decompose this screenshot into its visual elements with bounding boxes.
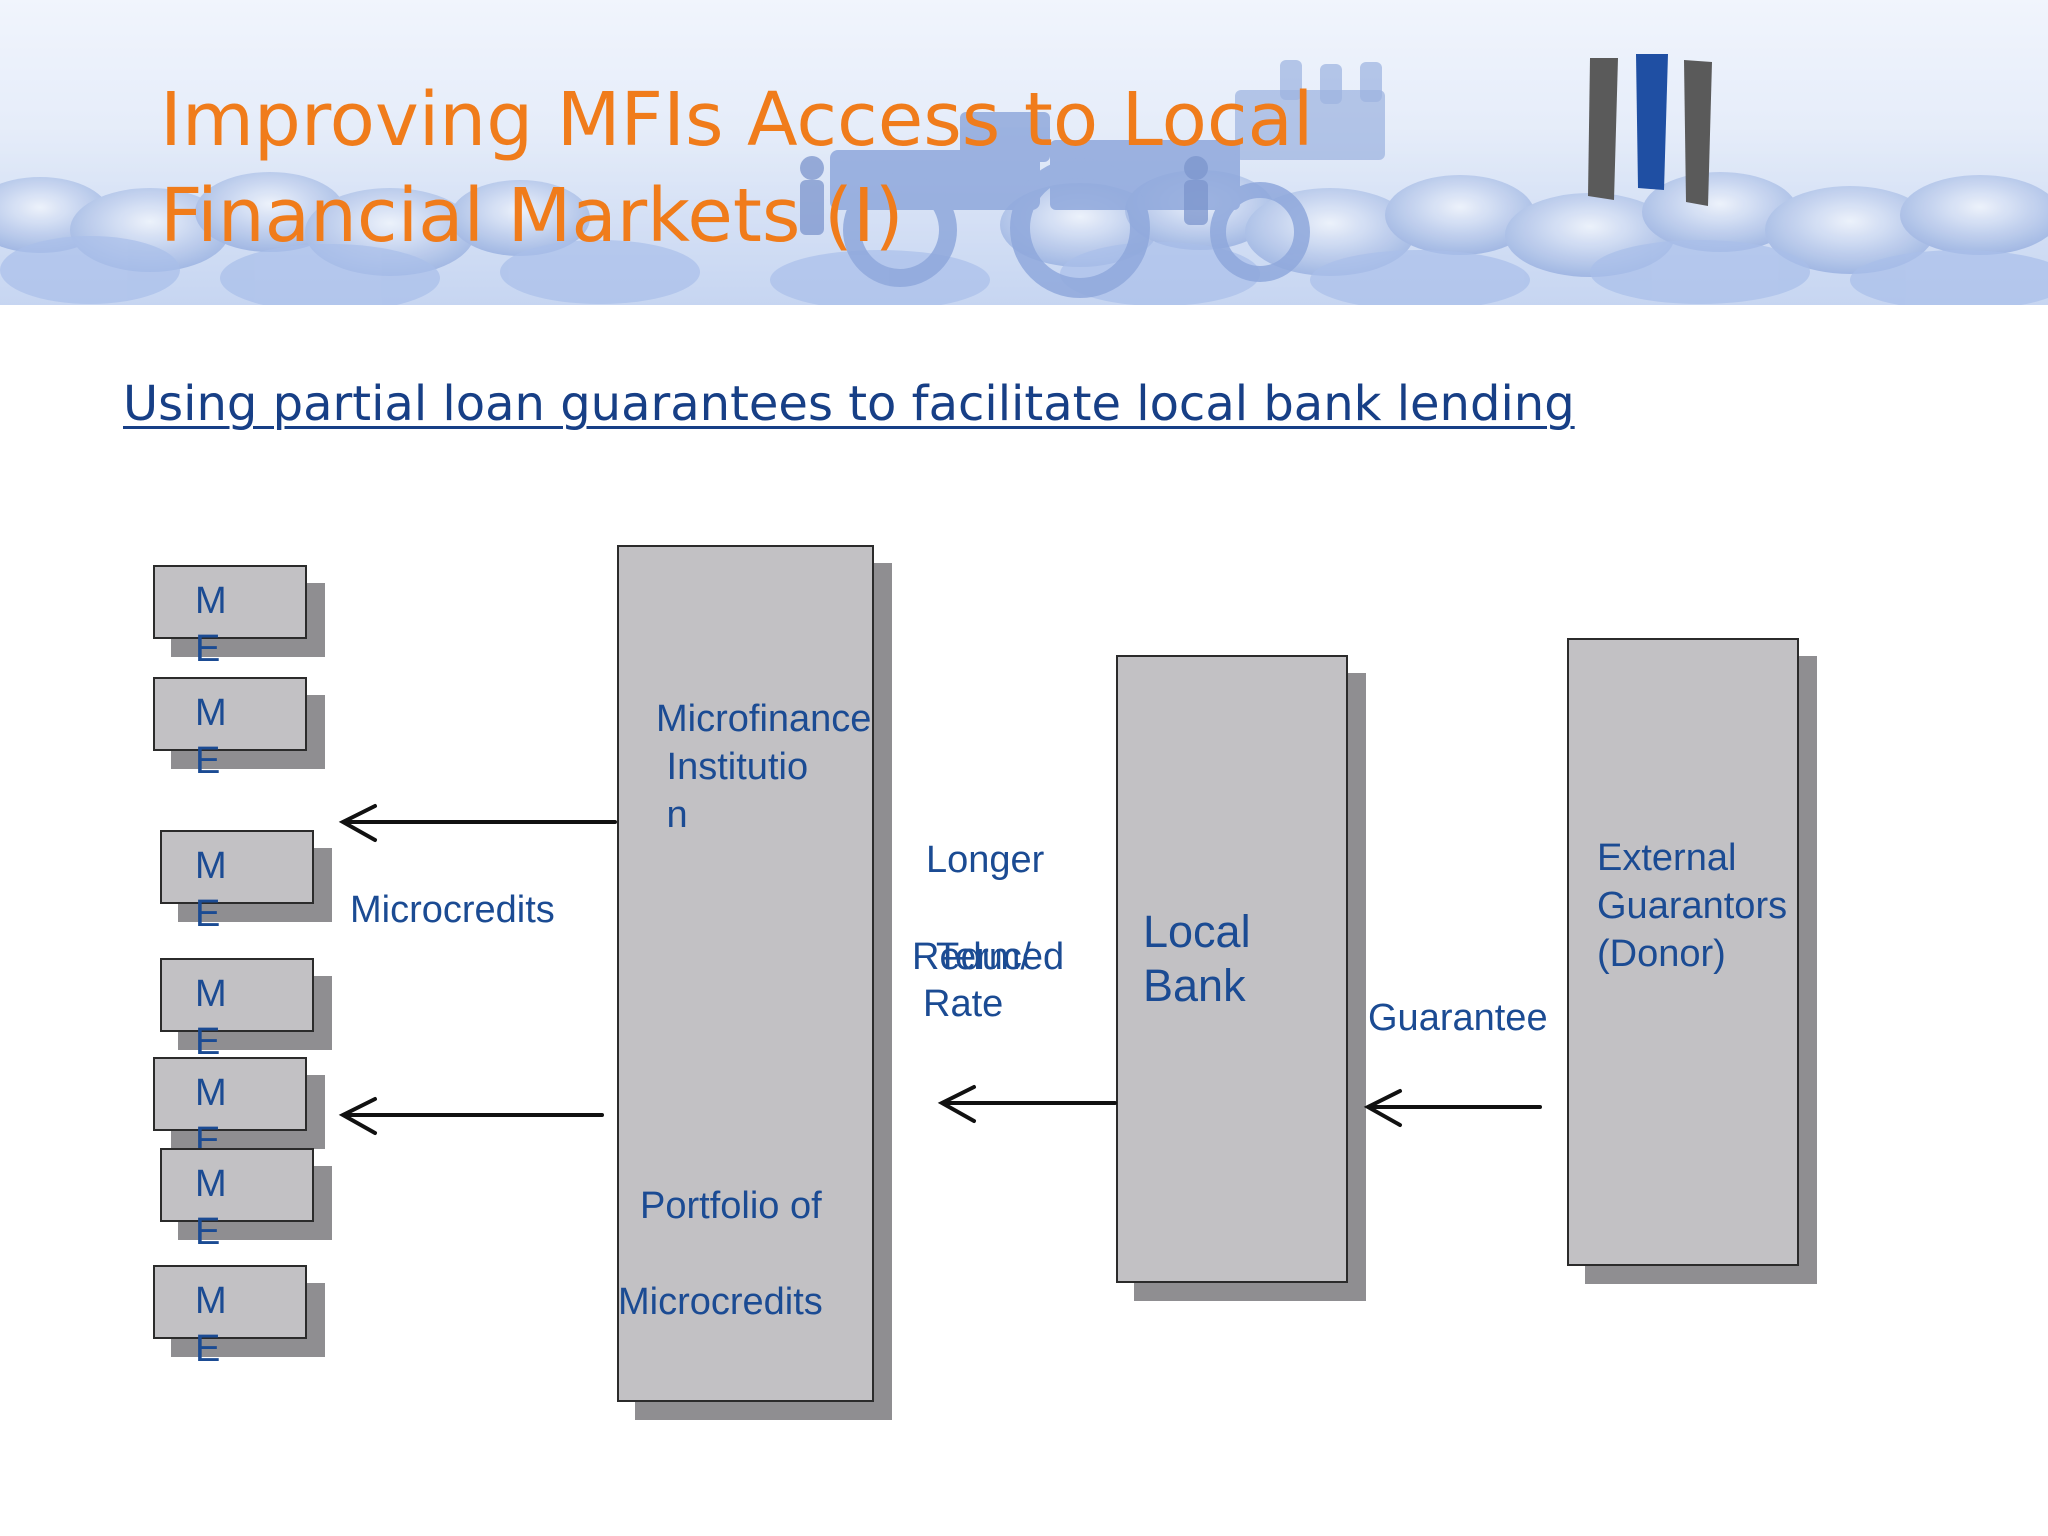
arrow-mfi-to-me-upper bbox=[338, 804, 617, 842]
me-label: M E bbox=[195, 845, 227, 935]
microcredits-flow-label: Microcredits bbox=[350, 889, 555, 931]
slide-title-line-1: Improving MFIs Access to Local bbox=[160, 77, 1314, 163]
portfolio-label-line-2: Microcredits bbox=[618, 1281, 823, 1323]
me-box-2: M E bbox=[153, 677, 307, 782]
me-box-1: M E bbox=[153, 565, 307, 670]
me-box-5: M E bbox=[153, 1057, 307, 1162]
local-bank-label: Local Bank bbox=[1143, 906, 1251, 1011]
loan-terms-label-line-2b: Reduced bbox=[912, 936, 1065, 978]
slide-subtitle: Using partial loan guarantees to facilit… bbox=[123, 376, 1575, 432]
me-box-4: M E bbox=[160, 958, 314, 1063]
header-banner: Improving MFIs Access to Local Financial… bbox=[0, 0, 2048, 305]
me-box-3: M E bbox=[160, 830, 314, 935]
microfinance-institution-label: Microfinance Institutio n bbox=[656, 698, 872, 836]
me-label: M E bbox=[195, 692, 227, 782]
arrow-bank-to-mfi bbox=[937, 1085, 1117, 1123]
slide-title-line-2: Financial Markets (I) bbox=[160, 173, 904, 259]
organization-logo-icon bbox=[1588, 54, 1712, 206]
slide-title: Improving MFIs Access to Local Financial… bbox=[160, 72, 1313, 264]
me-label: M E bbox=[195, 1163, 227, 1253]
me-box-7: M E bbox=[153, 1265, 307, 1370]
local-bank-box bbox=[1116, 655, 1348, 1283]
arrow-guarantor-to-bank bbox=[1363, 1089, 1542, 1127]
loan-terms-label-line-3: Rate bbox=[923, 983, 1004, 1025]
me-label: M E bbox=[195, 1280, 227, 1370]
me-box-6: M E bbox=[160, 1148, 314, 1253]
arrow-mfi-to-me-lower bbox=[338, 1097, 604, 1135]
microfinance-institution-box bbox=[617, 545, 874, 1402]
me-label: M E bbox=[195, 580, 227, 670]
external-guarantors-label: External Guarantors (Donor) bbox=[1597, 837, 1788, 975]
me-label: M E bbox=[195, 973, 227, 1063]
external-guarantors-box bbox=[1567, 638, 1799, 1266]
loan-terms-label-line-1: Longer bbox=[926, 839, 1045, 881]
portfolio-label-line-1: Portfolio of bbox=[640, 1185, 822, 1227]
guarantee-flow-label: Guarantee bbox=[1368, 997, 1548, 1039]
loan-terms-label-line-2a: Term/ bbox=[936, 936, 1031, 978]
